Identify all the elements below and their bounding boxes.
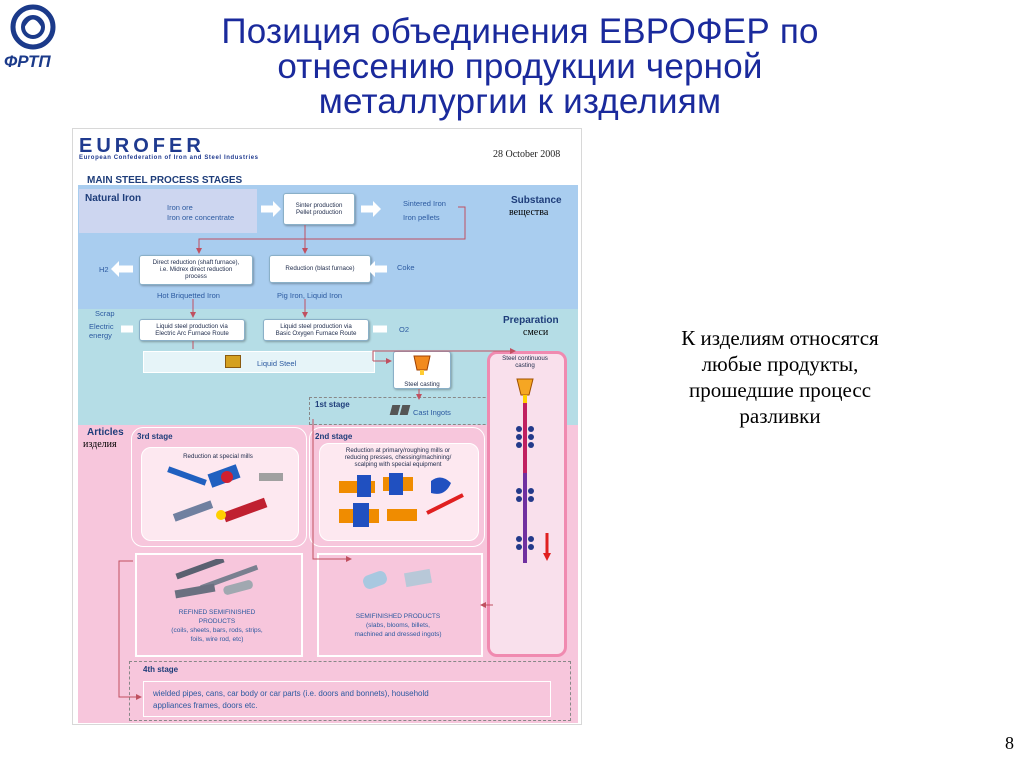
stage-4-line-2: appliances frames, doors etc. <box>153 701 258 710</box>
bof-line-2: Basic Oxygen Furnace Route <box>275 330 357 337</box>
sinter-line-1: Sinter production <box>295 202 343 209</box>
iron-ore-label: Iron ore <box>167 203 193 212</box>
side-note-line-1: К изделиям относятся <box>681 326 879 350</box>
stage-2-label: 2nd stage <box>315 432 353 441</box>
blast-furnace-box: Reduction (blast furnace) <box>269 255 371 283</box>
articles-ru-label: изделия <box>83 439 117 450</box>
continuous-caster-icon <box>516 378 551 563</box>
cast-ingots-label: Cast Ingots <box>413 408 451 417</box>
natural-iron-box <box>79 189 257 233</box>
semi-line-3: machined and dressed ingots) <box>354 631 442 638</box>
eaf-line-2: Electric Arc Furnace Route <box>155 330 229 337</box>
substance-ru-label: вещества <box>509 207 549 218</box>
logo-text: ФРТП <box>4 52 51 71</box>
stage-2-box-line-2: reducing presses, chessing/machining/ <box>344 454 452 461</box>
natural-iron-label: Natural Iron <box>85 193 142 204</box>
continuous-line-1: Steel continuous <box>502 355 548 362</box>
preparation-ru-label: смеси <box>523 327 549 338</box>
stage-2-frame <box>309 427 485 547</box>
refined-line-3: (coils, sheets, bars, rods, strips, <box>171 627 263 634</box>
page-number: 8 <box>1005 733 1014 753</box>
stage-4-label: 4th stage <box>143 665 179 674</box>
special-mills-icon <box>167 464 283 523</box>
title-line-3: металлургии к изделиям <box>318 82 722 121</box>
electric-label-2: energy <box>89 331 112 340</box>
h2-label: H2 <box>99 265 109 274</box>
eaf-line-1: Liquid steel production via <box>156 323 228 330</box>
stage-2-box-line-1: Reduction at primary/roughing mills or <box>345 447 451 454</box>
title-line-1: Позиция объединения ЕВРОФЕР по <box>221 12 819 51</box>
stage-4-box <box>143 681 551 717</box>
steel-casting-line: Steel casting <box>404 381 440 388</box>
iron-pellets-label: Iron pellets <box>403 213 440 222</box>
stage-2-box-line-3: scalping with special equipment <box>354 461 442 468</box>
semi-line-2: (slabs, blooms, billets, <box>366 622 430 629</box>
eaf-box: Liquid steel production via Electric Arc… <box>139 319 245 341</box>
casting-ladle-icon <box>413 355 431 375</box>
o2-label: O2 <box>399 325 410 334</box>
stage-1-label: 1st stage <box>315 400 350 409</box>
pig-iron-label: Pig Iron, Liquid Iron <box>277 291 343 300</box>
side-note-line-4: разливки <box>739 404 821 428</box>
semi-line-1: SEMIFINISHED PRODUCTS <box>355 613 441 620</box>
side-note-line-3: прошедшие процесс <box>688 378 872 402</box>
refined-line-2: PRODUCTS <box>198 618 236 625</box>
slide-title: Позиция объединения ЕВРОФЕР по отнесению… <box>150 14 890 119</box>
bof-box: Liquid steel production via Basic Oxygen… <box>263 319 369 341</box>
semifinished-icon <box>363 568 433 589</box>
side-note: К изделиям относятся любые продукты, про… <box>640 325 920 429</box>
articles-label: Articles <box>87 427 124 438</box>
stage-3-box <box>141 447 299 541</box>
refined-line-4: foils, wire rod, etc) <box>190 636 244 643</box>
side-note-line-2: любые продукты, <box>701 352 859 376</box>
stage-3-frame <box>131 427 307 547</box>
frtp-logo-icon <box>10 4 56 50</box>
eurofer-diagram: EUROFER European Confederation of Iron a… <box>72 128 582 725</box>
blast-furnace-line: Reduction (blast furnace) <box>285 265 355 272</box>
coke-label: Coke <box>397 263 415 272</box>
roughing-mills-icon <box>339 473 464 527</box>
continuous-line-2: casting <box>515 362 535 369</box>
direct-reduction-line-1: Direct reduction (shaft furnace), <box>152 259 240 266</box>
sinter-line-2: Pellet production <box>295 209 343 216</box>
document-date: 28 October 2008 <box>493 149 561 160</box>
title-line-2: отнесению продукции черной <box>277 47 763 86</box>
stage-3-label: 3rd stage <box>137 432 173 441</box>
direct-reduction-line-3: process <box>185 273 207 280</box>
direct-reduction-box: Direct reduction (shaft furnace), i.e. M… <box>139 255 253 285</box>
refined-line-1: REFINED SEMIFINISHED <box>178 609 256 616</box>
eurofer-subtitle: European Confederation of Iron and Steel… <box>79 155 259 161</box>
flow-arrows <box>111 201 516 700</box>
liquid-steel-bar <box>143 351 375 373</box>
bof-line-1: Liquid steel production via <box>280 323 352 330</box>
process-heading: MAIN STEEL PROCESS STAGES <box>87 175 243 186</box>
stage-4-line-1: wielded pipes, cans, car body or car par… <box>153 689 429 698</box>
stage-3-box-text: Reduction at special mills <box>183 453 253 460</box>
electric-label-1: Electric <box>89 322 114 331</box>
substance-label: Substance <box>511 195 562 206</box>
preparation-label: Preparation <box>503 315 559 326</box>
direct-reduction-line-2: i.e. Midrex direct reduction <box>159 266 233 273</box>
liquid-steel-label: Liquid Steel <box>257 359 297 368</box>
refined-products-icon <box>174 559 259 599</box>
scrap-label: Scrap <box>95 309 115 318</box>
iron-ore-concentrate-label: Iron ore concentrate <box>167 213 235 222</box>
ladle-icon <box>225 355 241 368</box>
eurofer-logo: EUROFER <box>79 135 205 157</box>
refined-products-frame <box>135 553 303 657</box>
stage-4-frame <box>129 661 571 721</box>
hot-briquetted-label: Hot Briquetted Iron <box>157 291 220 300</box>
sinter-box: Sinter production Pellet production <box>283 193 355 225</box>
sintered-iron-label: Sintered Iron <box>403 199 446 208</box>
